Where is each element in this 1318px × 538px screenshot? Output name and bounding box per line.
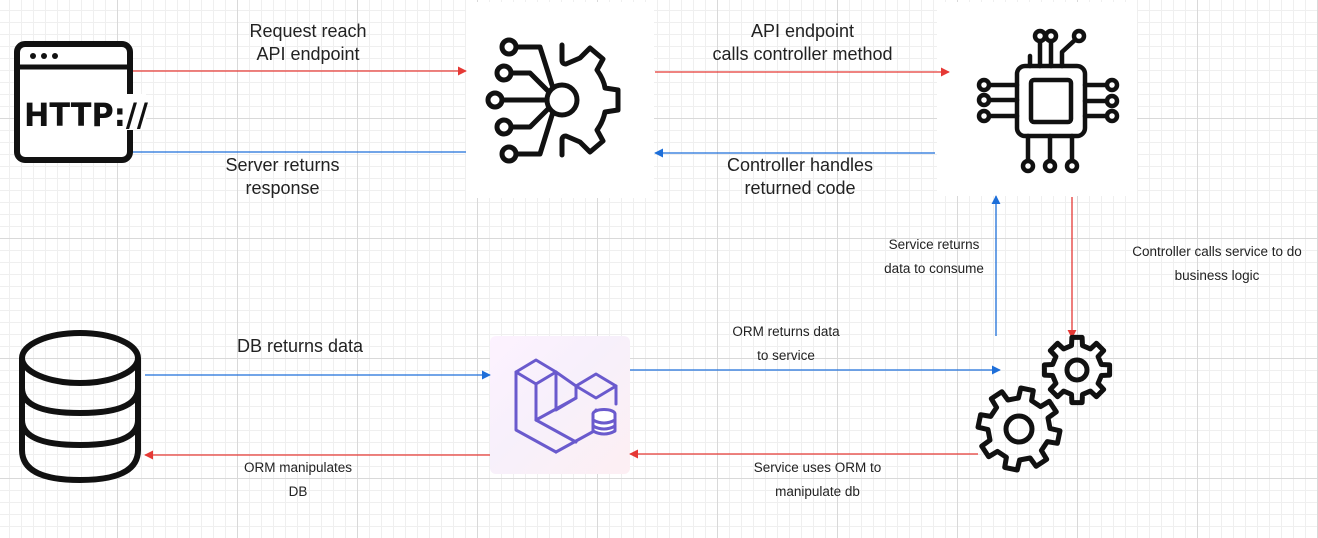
http-text: HTTP:// [24, 96, 148, 134]
database-cylinder-icon [19, 330, 141, 483]
gears-icon [975, 334, 1113, 473]
laravel-database-icon [514, 358, 618, 454]
cpu-chip-icon [976, 28, 1120, 174]
label-orm-returns: ORM returns data to service [732, 324, 840, 363]
label-orm-manipulates: ORM manipulates DB [243, 460, 353, 499]
api-gear-circuit-icon [485, 37, 621, 164]
label-request-reach: Request reach API endpoint [249, 21, 367, 65]
label-api-calls-controller: API endpoint calls controller method [712, 21, 893, 65]
label-service-uses-orm: Service uses ORM to manipulate db [753, 460, 882, 499]
label-server-returns: Server returns response [225, 155, 340, 199]
label-controller-calls-service: Controller calls service to do business … [1132, 244, 1302, 283]
api-card [466, 2, 654, 198]
label-db-returns: DB returns data [236, 336, 364, 356]
arrow-server-returns [95, 127, 466, 153]
label-service-returns: Service returns data to consume [884, 237, 984, 276]
label-controller-handles: Controller handles returned code [726, 155, 874, 199]
browser-http-icon: HTTP:// [14, 41, 148, 163]
